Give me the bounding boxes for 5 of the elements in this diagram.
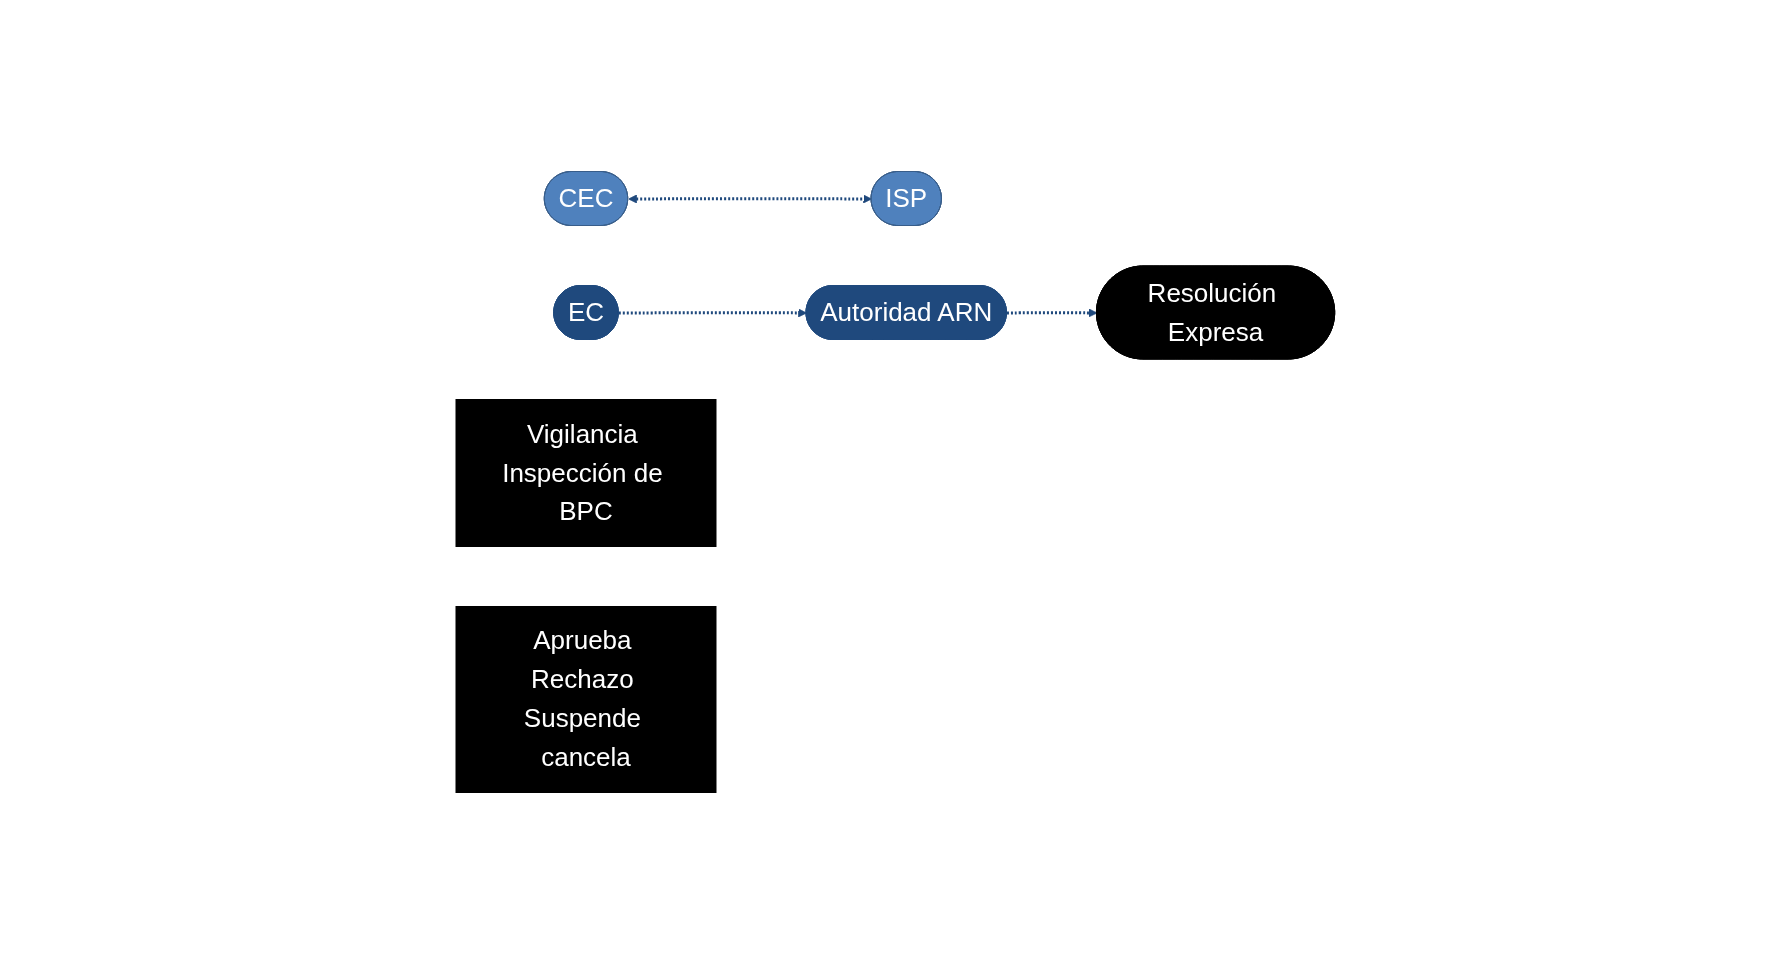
arrow (618, 308, 807, 318)
arrow (627, 194, 872, 204)
node-box: Vigilancia Inspección de BPC (455, 399, 717, 547)
arrow (1006, 308, 1098, 318)
node-box: Aprueba Rechazo Suspende cancela (455, 606, 717, 793)
